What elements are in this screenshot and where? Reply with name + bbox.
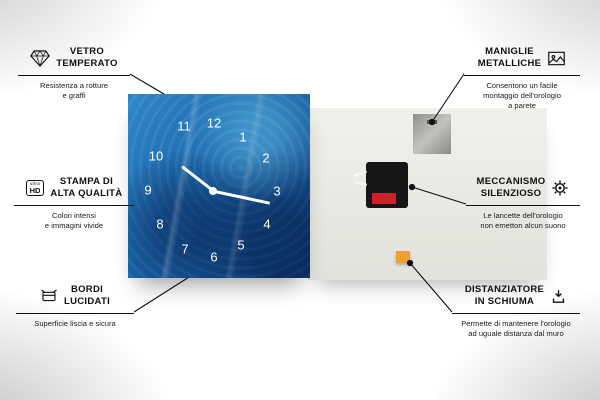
callout-header: ultra HD STAMPA DI ALTA QUALITÀ: [14, 176, 134, 206]
clock-center-cap: [209, 187, 217, 195]
callout-subtitle: Consentono un facile montaggio dell'orol…: [483, 80, 561, 111]
callout-maniglie-metalliche: MANIGLIE METALLICHE Consentono un facile…: [464, 46, 580, 111]
picture-frame-icon: [547, 50, 566, 67]
clock-number: 11: [177, 118, 191, 134]
diamond-icon: [30, 50, 51, 67]
clock-number: 8: [156, 216, 164, 232]
clock-minute-hand: [213, 189, 271, 205]
metal-hanging-plate: [413, 114, 451, 154]
clock-number: 3: [273, 183, 281, 199]
callout-bordi-lucidati: BORDI LUCIDATI Superficie liscia e sicur…: [16, 284, 134, 329]
callout-header: MECCANISMO SILENZIOSO: [466, 176, 580, 206]
callout-title: DISTANZIATORE IN SCHIUMA: [464, 284, 545, 308]
callout-subtitle: Superficie liscia e sicura: [34, 318, 116, 328]
clock-number: 5: [237, 237, 245, 253]
clock-face: 1 2 3 4 5 6 7 8 9 10 11 12: [128, 94, 310, 278]
clock-number: 12: [206, 115, 222, 131]
callout-title: MANIGLIE METALLICHE: [477, 46, 542, 70]
callout-header: VETRO TEMPERATO: [18, 46, 130, 76]
clock-number: 4: [263, 216, 271, 232]
battery: [372, 193, 396, 204]
callout-header: MANIGLIE METALLICHE: [464, 46, 580, 76]
callout-distanziatore-schiuma: DISTANZIATORE IN SCHIUMA Permette di man…: [452, 284, 580, 339]
callout-subtitle: Colori intensi e immagini vivide: [44, 210, 104, 230]
ultra-hd-icon: ultra HD: [25, 180, 45, 197]
callout-meccanismo-silenzioso: MECCANISMO SILENZIOSO Le lancette dell'o…: [466, 176, 580, 231]
spare-hand: [354, 180, 368, 187]
clock-mechanism: [352, 162, 408, 208]
callout-title: MECCANISMO SILENZIOSO: [476, 176, 546, 200]
callout-header: BORDI LUCIDATI: [16, 284, 134, 314]
clock-number: 6: [210, 249, 218, 265]
callout-subtitle: Resistenza a rotture e graffi: [40, 80, 108, 100]
foam-spacer: [396, 251, 410, 263]
callout-title: BORDI LUCIDATI: [63, 284, 111, 308]
gear-icon: [551, 179, 569, 197]
callout-stampa-alta-qualita: ultra HD STAMPA DI ALTA QUALITÀ Colori i…: [14, 176, 134, 231]
clock-number: 9: [144, 182, 152, 198]
callout-vetro-temperato: VETRO TEMPERATO Resistenza a rotture e g…: [18, 46, 130, 101]
clock-number: 7: [181, 241, 189, 257]
clock-number: 10: [148, 148, 164, 164]
callout-subtitle: Le lancette dell'orologio non emetton al…: [480, 210, 566, 230]
callout-title: STAMPA DI ALTA QUALITÀ: [50, 176, 123, 200]
spacer-icon: [550, 288, 567, 305]
spare-hand: [352, 169, 368, 178]
callout-header: DISTANZIATORE IN SCHIUMA: [452, 284, 580, 314]
callout-title: VETRO TEMPERATO: [56, 46, 118, 70]
clock-number: 2: [262, 150, 270, 166]
callout-subtitle: Permette di mantenere l'orologio ad ugua…: [461, 318, 571, 338]
polished-edge-icon: [40, 287, 58, 305]
clock-number: 1: [239, 129, 247, 145]
